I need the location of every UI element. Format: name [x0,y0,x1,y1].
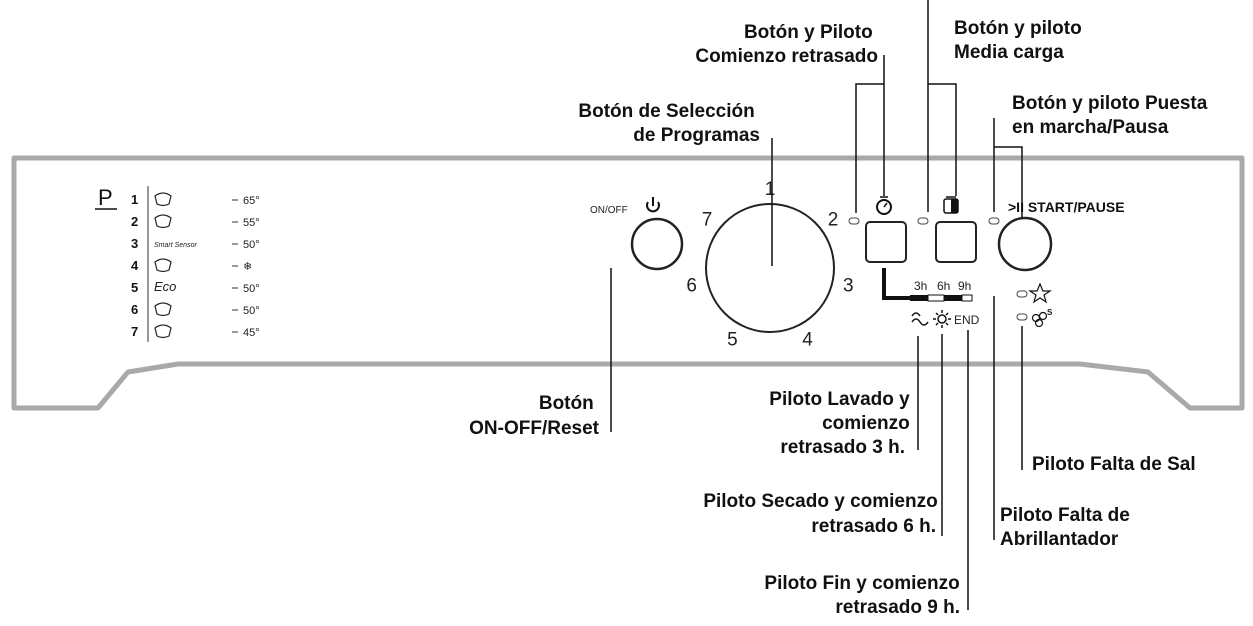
half-load-button[interactable] [935,221,977,263]
dial-numbers: 1 2 3 4 5 6 7 [686,179,853,351]
program-symbol: P [98,185,113,210]
dial-number-4: 4 [802,330,813,351]
callout-half-load: Botón y piloto Media carga [954,18,1087,63]
delay-label-9h: 9h [958,279,971,293]
panel-outline [11,155,1245,411]
callout-end-9h: Piloto Fin y comienzo retrasado 9 h. [764,573,965,618]
program-row: 7 45° [131,324,260,339]
program-temperature: 45° [243,327,260,339]
callout-onoff-reset: Botón ON-OFF/Reset [469,393,600,439]
start-pause-button[interactable] [997,216,1053,272]
power-icon [646,197,660,213]
callout-program-select: Botón de Selección de Programas [578,101,760,146]
program-number: 6 [131,302,138,317]
pot-icon [154,192,172,207]
program-row: 6 50° [131,302,260,317]
callout-texts: Botón y Piloto Comienzo retrasado Botón … [469,18,1213,618]
program-number: 4 [131,258,139,273]
callout-start-pause: Botón y piloto Puesta en marcha/Pausa [1012,93,1213,138]
delay-segment-9h [961,294,973,302]
dial-number-7: 7 [702,210,713,231]
program-row: 3 Smart Sensor 50° [131,236,260,251]
callout-lines [610,0,1023,610]
wash-icon [911,312,929,326]
start-pause-label: >II START/PAUSE [1008,199,1125,215]
program-temperature: 65° [243,195,260,207]
callout-rinse-aid: Piloto Falta de Abrillantador [1000,505,1135,550]
delay-segment-6h [944,295,962,301]
program-row: 1 65° [131,192,260,207]
program-number: 2 [131,214,138,229]
glasses-icon [154,302,172,317]
half-load-icon [154,324,172,339]
program-row: 2 55° [131,214,260,229]
rinse-aid-icon [1028,282,1052,304]
onoff-label: ON/OFF [590,205,628,216]
line-start-button [994,146,1023,218]
onoff-group: ON/OFF [590,197,684,271]
program-number: 3 [131,236,138,251]
callout-delayed-start: Botón y Piloto Comienzo retrasado [695,22,878,67]
eco-icon: Eco [154,279,176,294]
program-row: 4❄ [131,258,252,273]
line-half-button [928,83,957,196]
program-temperature: 55° [243,217,260,229]
program-temperature: 50° [243,283,260,295]
program-temperature: 50° [243,305,260,317]
half-load-group [917,196,977,263]
dial-number-6: 6 [686,276,697,297]
smart-sensor-icon: Smart Sensor [154,242,197,249]
delay-label-6h: 6h [937,279,950,293]
program-row: 5 Eco 50° [131,279,260,295]
delay-indicator: 3h 6h 9h [882,268,973,302]
callout-salt: Piloto Falta de Sal [1032,454,1196,475]
program-number: 1 [131,192,138,207]
callout-wash-3h: Piloto Lavado y comienzo retrasado 3 h. [769,389,915,458]
salt-icon: S [1031,308,1053,328]
start-pause-group: >II START/PAUSE [988,199,1125,272]
delay-segment-3h [910,295,928,301]
program-number: 7 [131,324,138,339]
callout-dry-6h: Piloto Secado y comienzo retrasado 6 h. [703,491,943,537]
delay-led [848,217,860,225]
dial-number-3: 3 [843,276,854,297]
dial-number-5: 5 [727,330,738,351]
program-temperature: ❄ [243,261,252,273]
svg-text:Eco: Eco [154,279,176,294]
warning-indicators: S [1016,282,1053,328]
pots-icon [154,214,172,229]
dial-number-2: 2 [828,210,839,231]
delay-button[interactable] [865,221,907,263]
dial-number-1: 1 [765,179,776,200]
program-temperature: 50° [243,239,260,251]
svg-text:S: S [1047,308,1053,317]
phase-indicators: END [911,310,980,328]
onoff-button[interactable] [630,217,684,271]
half-load-led [917,217,929,225]
line-delay-led [855,83,884,213]
start-pause-led [988,217,1000,225]
delay-segment-gap-1 [927,294,945,302]
delay-label-3h: 3h [914,279,927,293]
program-dial-group: 1 2 3 4 5 6 7 [686,179,853,351]
salt-led [1016,313,1028,321]
svg-text:Smart Sensor: Smart Sensor [154,242,197,249]
half-load-icon [943,196,959,214]
delay-bracket [882,268,910,300]
program-number: 5 [131,280,138,295]
program-dial[interactable] [705,203,835,333]
dry-icon [933,310,951,328]
delay-group [848,196,907,263]
bowl-icon [154,258,172,273]
timer-icon [876,196,892,215]
end-label: END [954,313,980,327]
rinse-aid-led [1016,290,1028,298]
